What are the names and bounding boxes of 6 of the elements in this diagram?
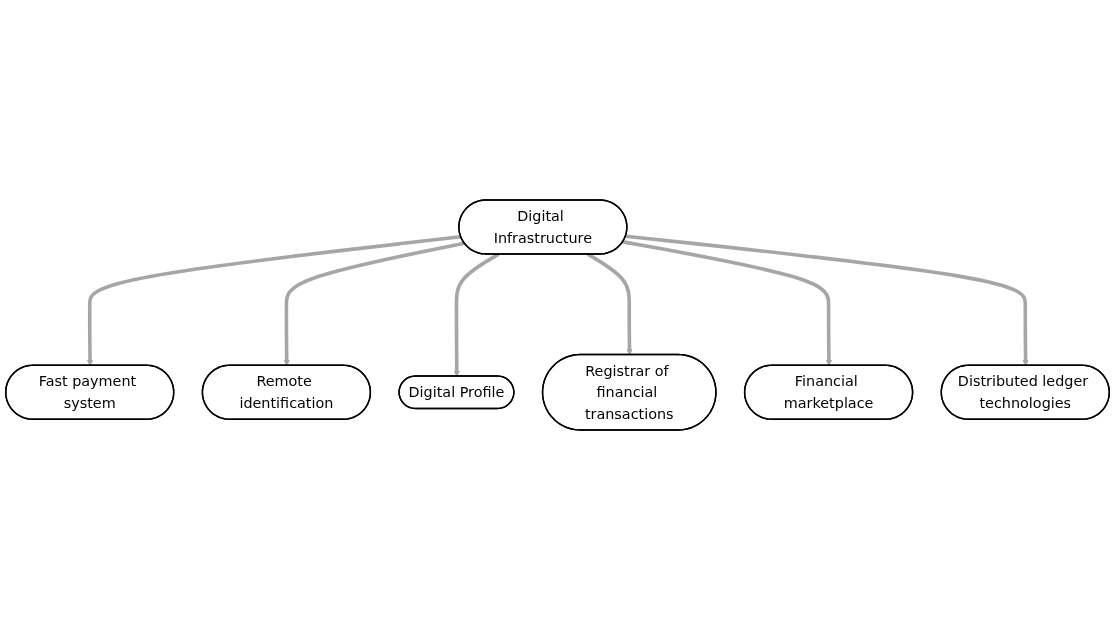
arrow: [283, 241, 465, 366]
arrow: [622, 240, 833, 366]
arrow: [625, 234, 1029, 366]
arrow: [453, 252, 500, 377]
arrow: [586, 252, 633, 356]
arrow: [86, 235, 462, 366]
